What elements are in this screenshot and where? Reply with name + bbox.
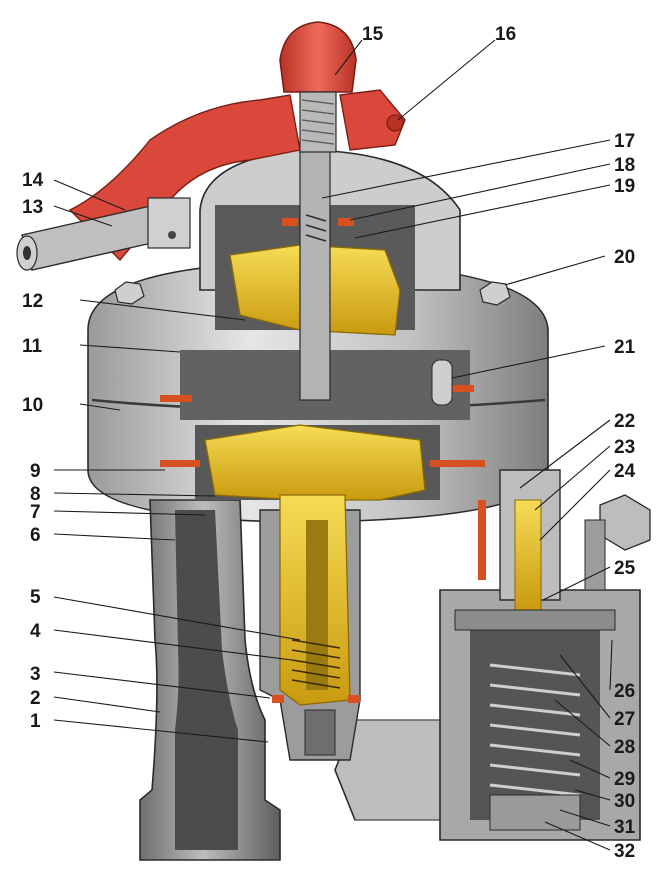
- callout-32: 32: [614, 841, 635, 862]
- bottom-screw: [304, 709, 336, 756]
- callout-9: 9: [30, 461, 41, 482]
- callout-8: 8: [30, 484, 41, 505]
- lower-piston: [204, 424, 426, 501]
- callout-16: 16: [495, 24, 516, 45]
- bolt-right: [479, 281, 511, 306]
- callout-5: 5: [30, 587, 41, 608]
- stem-spring: [291, 639, 341, 689]
- callout-23: 23: [614, 437, 635, 458]
- callout-13: 13: [22, 197, 43, 218]
- callout-27: 27: [614, 709, 635, 730]
- callout-17: 17: [614, 131, 635, 152]
- callout-2: 2: [30, 688, 41, 709]
- callout-24: 24: [614, 461, 636, 482]
- callout-22: 22: [614, 411, 635, 432]
- side-spring: [489, 663, 581, 797]
- callout-11: 11: [22, 336, 43, 357]
- callout-18: 18: [614, 155, 635, 176]
- leader-lines: [53, 39, 613, 851]
- callout-12: 12: [22, 291, 43, 312]
- callout-1: 1: [30, 711, 41, 732]
- callout-25: 25: [614, 558, 636, 579]
- top-cap: [279, 21, 357, 153]
- callout-30: 30: [614, 791, 635, 812]
- side-valve-disc: [454, 609, 616, 631]
- callout-10: 10: [22, 395, 43, 416]
- callout-21: 21: [614, 337, 636, 358]
- callout-20: 20: [614, 247, 635, 268]
- upper-spring: [305, 214, 327, 242]
- callout-14: 14: [22, 170, 44, 191]
- bolt-left: [114, 281, 145, 305]
- callout-15: 15: [362, 24, 384, 45]
- gaskets: [160, 218, 486, 703]
- callout-26: 26: [614, 681, 635, 702]
- callout-3: 3: [30, 664, 41, 685]
- callout-29: 29: [614, 769, 635, 790]
- side-bottom-plug: [489, 794, 581, 831]
- side-bolt: [599, 494, 651, 551]
- callout-labels: 1 2 3 4 5 6 7 8 9 10 11 12 13 14 15 16 1…: [22, 24, 636, 862]
- bleed-pin: [431, 359, 453, 406]
- callout-6: 6: [30, 525, 41, 546]
- cutaway-interior: [160, 149, 486, 756]
- callout-7: 7: [30, 502, 41, 523]
- side-valve-assembly: [439, 469, 651, 841]
- side-brass-pin: [514, 499, 542, 611]
- callout-31: 31: [614, 817, 636, 838]
- callout-19: 19: [614, 176, 635, 197]
- callout-28: 28: [614, 737, 635, 758]
- left-lever-rod: [16, 197, 191, 271]
- callout-4: 4: [30, 621, 41, 642]
- central-plunger: [299, 149, 331, 401]
